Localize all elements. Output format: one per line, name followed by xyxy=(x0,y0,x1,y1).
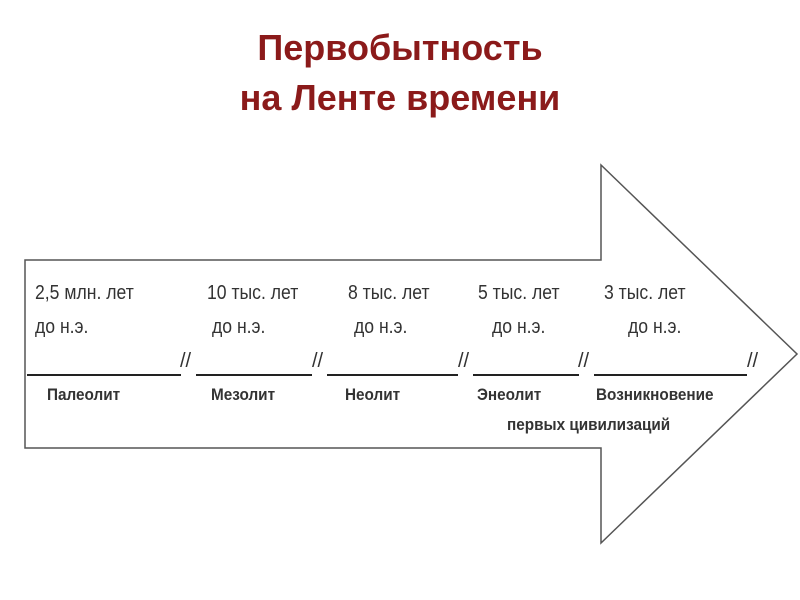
period-label-3: Неолит xyxy=(345,385,401,404)
date-mark-1-line-2: до н.э. xyxy=(35,316,89,338)
period-label-1: Палеолит xyxy=(47,385,121,404)
date-mark-3-line-1: 8 тыс. лет xyxy=(348,282,430,304)
separator-4: // xyxy=(578,350,590,372)
period-label-5: Возникновение xyxy=(596,385,714,404)
period-label-4: Энеолит xyxy=(477,385,542,404)
separator-3: // xyxy=(458,350,470,372)
date-mark-5-line-2: до н.э. xyxy=(628,316,682,338)
arrow-shape xyxy=(24,163,799,545)
date-mark-2-line-1: 10 тыс. лет xyxy=(207,282,299,304)
date-mark-4-line-1: 5 тыс. лет xyxy=(478,282,560,304)
separator-5: // xyxy=(747,350,759,372)
date-mark-5-line-1: 3 тыс. лет xyxy=(604,282,686,304)
date-mark-2-line-2: до н.э. xyxy=(212,316,266,338)
page-title-line-2: на Ленте времени xyxy=(239,77,561,118)
page-title-line-1: Первобытность xyxy=(257,27,543,68)
separator-1: // xyxy=(180,350,192,372)
separator-2: // xyxy=(312,350,324,372)
date-mark-1-line-1: 2,5 млн. лет xyxy=(35,282,134,304)
date-mark-4-line-2: до н.э. xyxy=(492,316,546,338)
period-label-2: Мезолит xyxy=(211,385,276,404)
date-mark-3-line-2: до н.э. xyxy=(354,316,408,338)
period-label-5-line-2: первых цивилизаций xyxy=(507,415,671,434)
